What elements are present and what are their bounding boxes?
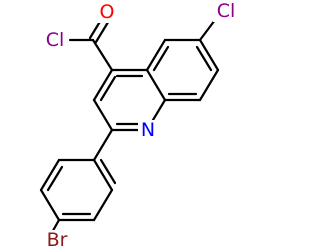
bond-c6-c7-inner xyxy=(195,45,213,72)
bond-ph1-ph2-inner xyxy=(99,158,117,185)
bond-layer xyxy=(39,13,220,238)
bond-c4a-c8a xyxy=(145,68,167,102)
bond-c4a-c5 xyxy=(145,38,167,72)
bond-c2-phenyl xyxy=(92,128,114,162)
atom-br: Br xyxy=(47,229,68,250)
atom-label-layer: Cl O Cl N Br xyxy=(42,0,239,250)
atom-o-carbonyl: O xyxy=(100,1,115,23)
bond-ph5-ph6-inner xyxy=(46,165,64,192)
bond-c4-carbonyl xyxy=(91,38,114,72)
molecule-structure: Cl O Cl N Br xyxy=(39,0,239,250)
bond-ph1-ph2 xyxy=(92,158,114,192)
n-background xyxy=(138,120,158,140)
bond-c7-c8 xyxy=(198,68,220,102)
bond-ph2-ph3 xyxy=(92,188,114,222)
bond-ph4-ph5 xyxy=(39,188,61,222)
bond-c3-c4 xyxy=(92,68,114,102)
o-carbonyl-background xyxy=(97,3,117,23)
bond-c2-c3 xyxy=(92,98,114,132)
bond-c6-c7 xyxy=(198,38,220,72)
atom-n-ring: N xyxy=(141,119,155,141)
atom-cl-acyl: Cl xyxy=(46,29,65,51)
cl-acyl-background xyxy=(42,29,68,51)
atom-cl-ring: Cl xyxy=(217,0,236,22)
br-background xyxy=(43,230,73,250)
cl-ring-background xyxy=(213,0,239,22)
bond-ph5-ph6 xyxy=(39,158,61,192)
bond-c4a-c5-inner xyxy=(152,45,170,72)
bond-c3-c4-inner xyxy=(99,75,117,102)
